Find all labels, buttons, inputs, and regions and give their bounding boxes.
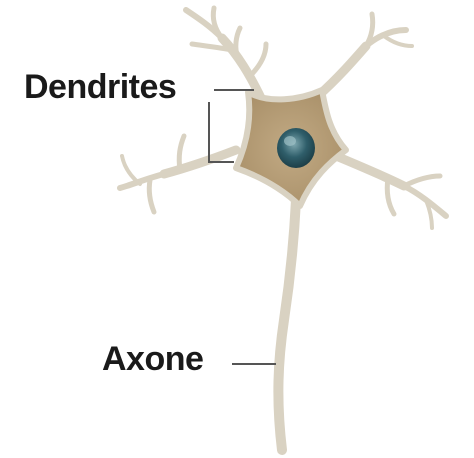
dendrite-upper-right	[318, 46, 366, 96]
dendrite-branch	[122, 156, 140, 184]
dendrite-branch	[250, 44, 266, 76]
axon	[278, 200, 296, 450]
dendrite-branch	[149, 180, 154, 212]
dendrites-label: Dendrites	[24, 68, 176, 107]
dendrite-branch	[120, 174, 164, 188]
dendrite-branch	[384, 36, 412, 46]
dendrite-branch	[404, 176, 440, 186]
axone-label: Axone	[102, 340, 203, 379]
nucleus	[277, 128, 315, 168]
nucleus-highlight	[284, 136, 296, 146]
dendrite-right	[336, 156, 404, 186]
